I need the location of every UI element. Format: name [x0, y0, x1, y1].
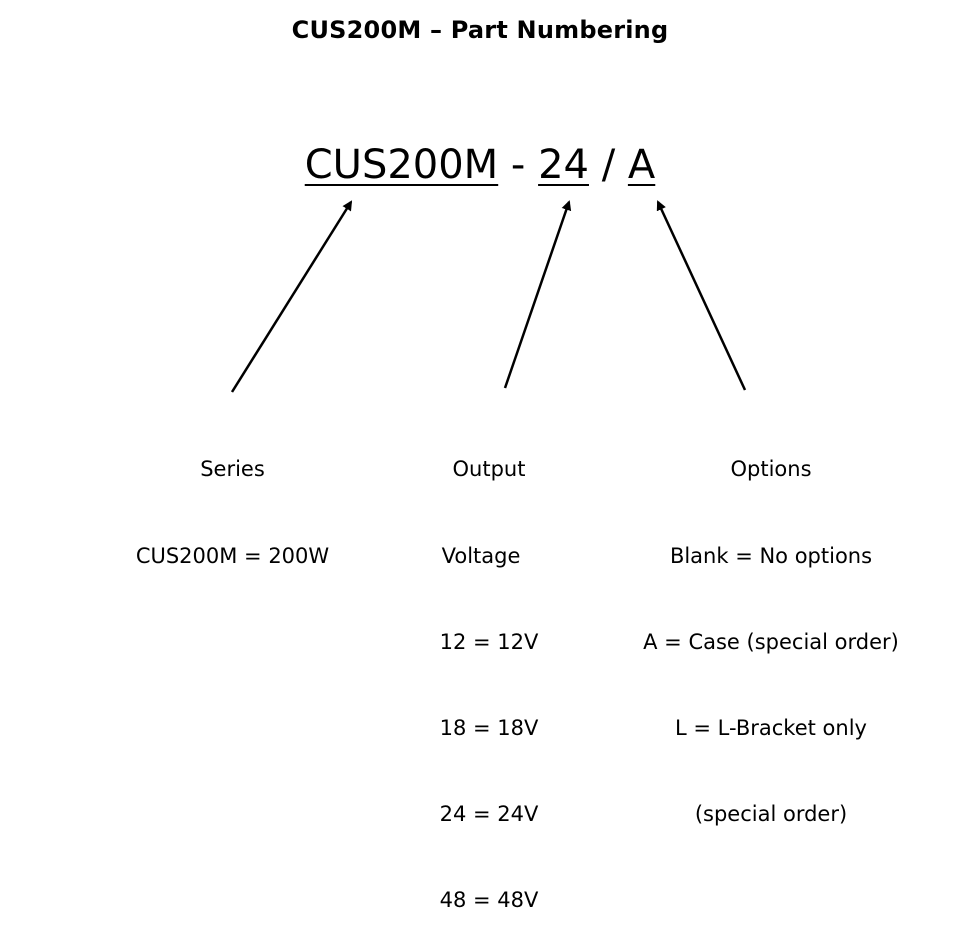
part-option: A	[627, 142, 656, 188]
series-block: Series CUS200M = 200W	[90, 398, 375, 599]
series-line: CUS200M = 200W	[135, 543, 330, 568]
voltage-heading: Output	[452, 457, 526, 482]
options-block: Options Blank = No options A = Case (spe…	[606, 398, 936, 857]
options-heading: Options	[730, 457, 812, 482]
options-line: Blank = No options	[669, 543, 873, 568]
options-line: L = L-Bracket only	[675, 715, 867, 740]
part-separator-dash: -	[498, 142, 539, 188]
options-line: (special order)	[694, 801, 848, 826]
arrow-voltage	[503, 200, 572, 389]
part-voltage: 24	[538, 142, 589, 188]
part-separator-slash: /	[588, 142, 628, 188]
part-series: CUS200M	[304, 142, 499, 188]
voltage-line: 48 = 48V	[439, 887, 539, 912]
series-heading: Series	[200, 457, 265, 482]
options-line: A = Case (special order)	[643, 629, 899, 654]
voltage-heading-2: Voltage	[441, 543, 521, 568]
voltage-block: Output Voltage 12 = 12V 18 = 18V 24 = 24…	[420, 398, 558, 943]
arrows-layer	[230, 200, 747, 393]
voltage-line: 12 = 12V	[439, 629, 539, 654]
page-title: CUS200M – Part Numbering	[291, 16, 669, 44]
voltage-line: 24 = 24V	[439, 801, 539, 826]
arrow-series	[230, 200, 353, 393]
voltage-line: 18 = 18V	[439, 715, 539, 740]
arrow-options	[656, 200, 747, 391]
part-number: CUS200M - 24 / A	[0, 142, 960, 188]
